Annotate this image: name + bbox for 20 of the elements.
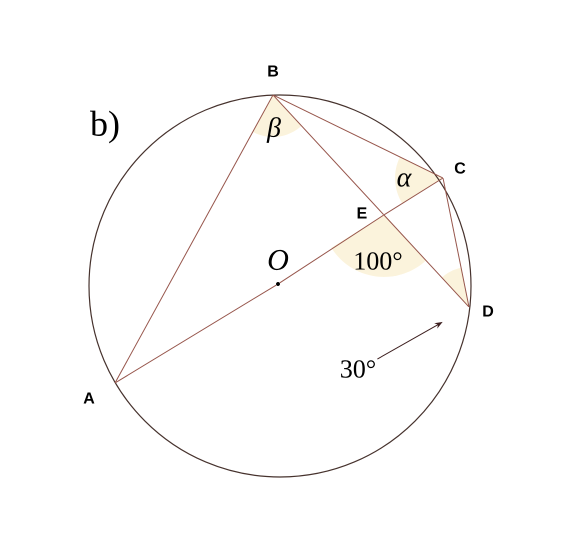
line-segment [114,94,274,384]
line-segment [279,214,384,284]
angle-label: α [397,173,412,187]
center-point: O [268,250,288,286]
line-segment [272,94,384,216]
point-label: B [268,66,278,76]
point-label: A [84,392,94,404]
angle-label: 30° [341,360,375,378]
line-segment [384,214,470,308]
angle-label: 100° [356,252,402,270]
line-segment [384,178,444,216]
part-label: b) [90,110,118,144]
point-label: C [454,162,466,174]
line-segment [114,284,277,384]
point-label: D [483,306,494,316]
node-label: O [268,250,288,270]
line-segment [272,94,444,178]
point-label: E [358,207,367,218]
line-segment [442,178,470,308]
angle-label: β [266,117,281,143]
